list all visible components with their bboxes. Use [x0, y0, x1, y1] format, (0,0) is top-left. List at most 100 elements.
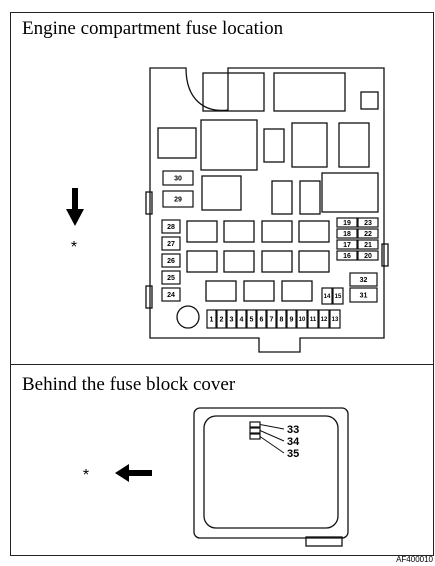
- fuse-label: 18: [343, 231, 351, 238]
- fuse-29: 29: [162, 190, 194, 208]
- fuse-label: 30: [174, 176, 182, 183]
- fuse-label: 2: [220, 317, 224, 324]
- fuse-label: 4: [240, 317, 244, 324]
- fuse-slot: [223, 220, 255, 243]
- fuse-label: 28: [167, 224, 175, 231]
- fuse-4: 4: [236, 309, 247, 329]
- fuse-3: 3: [226, 309, 237, 329]
- relay: [243, 280, 275, 302]
- fuse-label: 25: [167, 275, 175, 282]
- fuse-27: 27: [161, 236, 181, 251]
- fuse-label: 9: [290, 317, 294, 324]
- fuse-13: 13: [329, 309, 341, 329]
- fuse-2: 2: [216, 309, 227, 329]
- relay: [281, 280, 313, 302]
- fuse-label: 27: [167, 241, 175, 248]
- cover-fuse-33: 33: [249, 421, 299, 436]
- fuse-label: 10: [299, 317, 306, 323]
- fuse-26: 26: [161, 253, 181, 268]
- fuse-12: 12: [318, 309, 330, 329]
- cover-section-heading: Behind the fuse block cover: [22, 374, 236, 395]
- fuse-block-tab: [381, 243, 389, 267]
- fuse-1: 1: [206, 309, 217, 329]
- fuse-7: 7: [266, 309, 277, 329]
- fuse-label: 5: [250, 317, 254, 324]
- fuse-slot: [186, 220, 218, 243]
- fuse-22: 22: [357, 228, 379, 239]
- fuse-label: 32: [360, 277, 368, 284]
- fuse-label: 1: [210, 317, 214, 324]
- fuse-28: 28: [161, 219, 181, 234]
- fuse-label: 3: [230, 317, 234, 324]
- relay: [157, 127, 197, 159]
- fuse-label: 31: [360, 293, 368, 300]
- fuse-label: 12: [321, 317, 328, 323]
- relay: [205, 280, 237, 302]
- relay: [321, 172, 379, 213]
- relay: [201, 175, 242, 211]
- down-arrow-icon: [66, 188, 84, 226]
- section-divider: [10, 364, 434, 365]
- fuse-slot: [298, 250, 330, 273]
- fuse-label: 19: [343, 220, 351, 227]
- fuse-25: 25: [161, 270, 181, 285]
- fuse-30: 30: [162, 170, 194, 186]
- fuse-cover-latch: [305, 536, 343, 547]
- fuse-cover-inner: [203, 415, 339, 529]
- fuse-18: 18: [336, 228, 358, 239]
- relay: [360, 91, 379, 110]
- fuse-8: 8: [276, 309, 287, 329]
- relay: [291, 122, 328, 168]
- fuse-label: 20: [364, 253, 372, 260]
- relay: [202, 72, 265, 112]
- fuse-14: 14: [321, 287, 333, 305]
- fuse-16: 16: [336, 250, 358, 261]
- relay: [273, 72, 346, 112]
- fuse-slot: [186, 250, 218, 273]
- connector-circle: [176, 305, 200, 329]
- fuse-21: 21: [357, 239, 379, 250]
- fuse-label: 23: [364, 220, 372, 227]
- relay: [338, 122, 370, 168]
- cover-fuse-label: 33: [287, 424, 299, 436]
- fuse-23: 23: [357, 217, 379, 228]
- fuse-15: 15: [332, 287, 344, 305]
- fuse-label: 21: [364, 242, 372, 249]
- image-code: AF400010: [396, 555, 433, 564]
- fuse-label: 7: [270, 317, 274, 324]
- fuse-11: 11: [307, 309, 319, 329]
- fuse-label: 17: [343, 242, 351, 249]
- fuse-block-tab: [145, 285, 153, 309]
- fuse-label: 29: [174, 197, 182, 204]
- fuse-17: 17: [336, 239, 358, 250]
- fuse-label: 14: [324, 294, 331, 300]
- asterisk-marker: *: [71, 239, 77, 256]
- fuse-6: 6: [256, 309, 267, 329]
- relay: [263, 128, 285, 163]
- fuse-label: 26: [167, 258, 175, 265]
- relay: [299, 180, 321, 215]
- fuse-slot: [223, 250, 255, 273]
- fuse-label: 6: [260, 317, 264, 324]
- fuse-label: 15: [335, 294, 342, 300]
- engine-section-heading: Engine compartment fuse location: [22, 18, 284, 39]
- fuse-cover-outline: [193, 407, 349, 539]
- fuse-5: 5: [246, 309, 257, 329]
- fuse-10: 10: [296, 309, 308, 329]
- fuse-label: 13: [332, 317, 339, 323]
- fuse-20: 20: [357, 250, 379, 261]
- left-arrow-icon: [115, 464, 152, 482]
- fuse-block-outline: [149, 67, 385, 353]
- asterisk-marker: *: [83, 467, 89, 484]
- fuse-label: 11: [310, 317, 317, 323]
- cover-fuse-35: 35: [249, 433, 299, 460]
- fuse-19: 19: [336, 217, 358, 228]
- fuse-9: 9: [286, 309, 297, 329]
- diagram-frame: [10, 12, 434, 556]
- relay: [271, 180, 293, 215]
- fuse-24: 24: [161, 287, 181, 302]
- fuse-label: 16: [343, 253, 351, 260]
- cover-fuse-label: 35: [287, 448, 299, 460]
- fuse-label: 8: [280, 317, 284, 324]
